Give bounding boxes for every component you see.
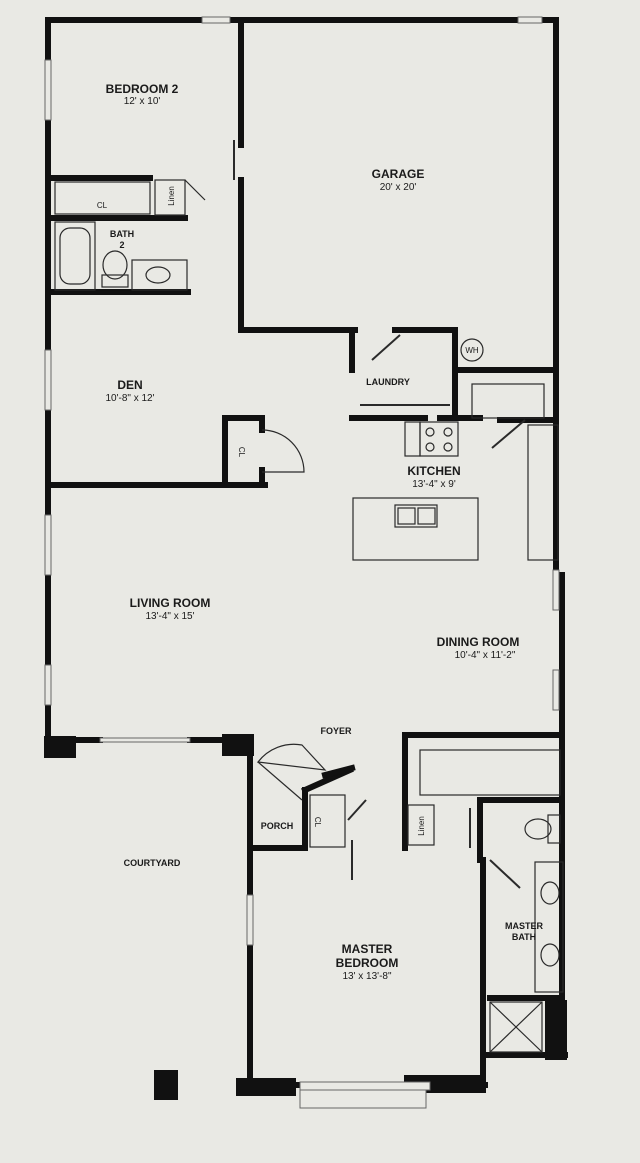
foyer-closet [309, 794, 346, 848]
label-courtyard: COURTYARD [124, 858, 181, 868]
label-garage: GARAGE [372, 167, 425, 181]
label-porch: PORCH [261, 821, 294, 831]
label-closet-den: CL [237, 447, 246, 458]
label-kitchen: KITCHEN [407, 464, 460, 478]
dim-garage: 20' x 20' [380, 182, 417, 193]
label-laundry: LAUNDRY [366, 377, 410, 387]
label-linen-master: Linen [417, 816, 426, 836]
label-den: DEN [117, 378, 142, 392]
bathtub [54, 221, 96, 291]
dim-master-bedroom: 13' x 13'-8" [342, 971, 392, 982]
walls [45, 17, 568, 1093]
label-bedroom2: BEDROOM 2 [106, 82, 179, 96]
den-closet-door [261, 429, 305, 473]
label-linen-bath2: Linen [167, 186, 176, 206]
dim-living-room: 13'-4" x 15' [145, 611, 194, 622]
entry-door [256, 743, 327, 771]
bedroom2-closet [54, 181, 151, 215]
label-closet-foyer: CL [313, 817, 322, 828]
water-heater [460, 338, 484, 362]
label-bath2: BATH [110, 229, 134, 239]
dim-bedroom2: 12' x 10' [124, 96, 161, 107]
master-vanity [534, 861, 564, 993]
label-master-bedroom-1: MASTER [342, 942, 393, 956]
label-living-room: LIVING ROOM [130, 596, 211, 610]
dim-kitchen: 13'-4" x 9' [412, 479, 456, 490]
toilet-master [547, 814, 561, 844]
dim-dining-room: 10'-4" x 11'-2" [455, 650, 516, 661]
label-master-bedroom-2: BEDROOM [336, 956, 399, 970]
label-dining-room: DINING ROOM [437, 635, 520, 649]
toilet-bath2 [101, 274, 129, 288]
dim-den: 10'-8" x 12' [105, 393, 154, 404]
label-foyer: FOYER [320, 726, 352, 736]
label-bath2-number: 2 [119, 240, 124, 250]
label-master-bath-1: MASTER [505, 921, 544, 931]
label-master-bath-2: BATH [512, 932, 536, 942]
master-closet [419, 749, 561, 796]
sink-bath2 [131, 259, 188, 291]
windows [44, 16, 560, 1109]
fixtures [54, 140, 564, 1053]
master-linen [407, 804, 435, 846]
kitchen-island [352, 497, 479, 561]
linen-closet-bath2 [154, 179, 186, 216]
kitchen-counter [527, 424, 559, 561]
labels: BEDROOM 2 12' x 10' CL Linen BATH 2 GARA… [97, 82, 544, 982]
label-closet-bedroom2: CL [97, 201, 108, 210]
label-water-heater: WH [465, 346, 479, 355]
shower [489, 1001, 543, 1053]
